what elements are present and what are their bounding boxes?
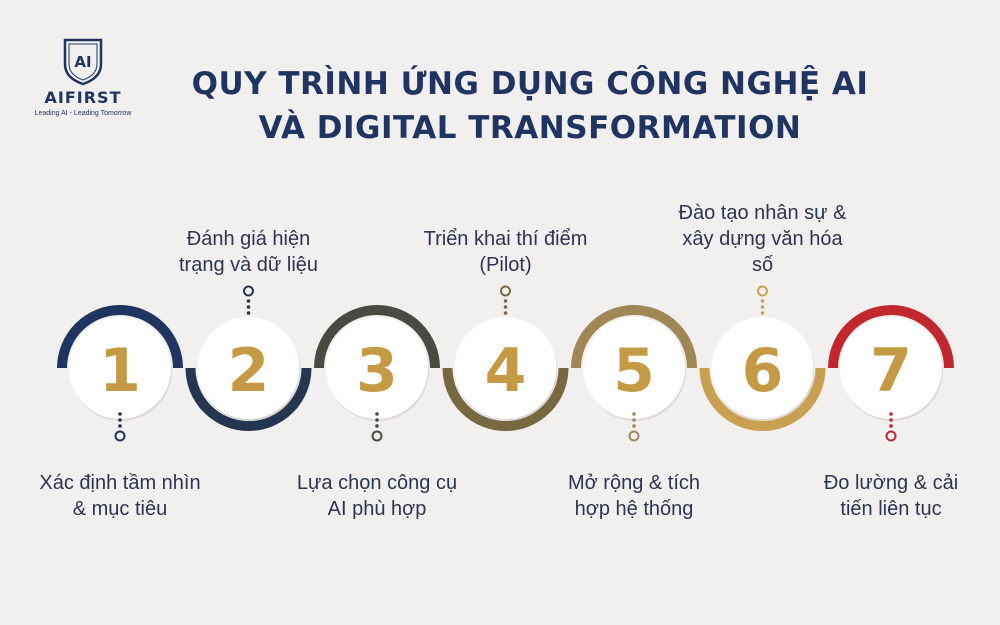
step-4-arc (442, 367, 569, 431)
step-2-arc (185, 367, 312, 431)
aifirst-logo: AI AIFIRST Leading AI - Leading Tomorrow (28, 34, 138, 117)
step-5-connector-dot (632, 424, 636, 428)
step-2-connector-dot (246, 305, 251, 309)
step-3: 3 (314, 305, 440, 442)
step-1-connector-dot (118, 418, 122, 422)
step-1: 1 (57, 305, 183, 442)
step-1-label: Xác định tầm nhìn & mục tiêu (39, 472, 201, 520)
step-4-label: Triển khai thí điểm (Pilot) (423, 228, 588, 276)
step-1-connector-dot (118, 424, 122, 428)
step-2-connector-dot (246, 299, 251, 303)
logo-tagline: Leading AI - Leading Tomorrow (34, 110, 132, 117)
step-7-arc (828, 305, 954, 369)
step-4-connector-ring (500, 285, 511, 297)
step-6-number: 6 (742, 336, 784, 406)
step-7-connector-dot (889, 412, 893, 416)
step-3-connector-ring (371, 430, 383, 442)
step-4-circle (454, 317, 557, 419)
step-6-connector-dot (760, 311, 765, 315)
svg-text:AI: AI (74, 53, 91, 71)
step-6-connector-ring (757, 285, 768, 297)
step-5-connector-ring (628, 430, 640, 442)
step-6: 6 (699, 285, 826, 431)
step-5-connector-dot (632, 412, 636, 416)
step-6-label: Đào tạo nhân sự & xây dựng văn hóa số (678, 202, 847, 276)
step-4-connector-dot (503, 299, 508, 303)
step-2: 2 (185, 285, 312, 431)
step-4: 4 (442, 285, 569, 431)
step-3-circle (326, 317, 428, 419)
title-line-1: QUY TRÌNH ỨNG DỤNG CÔNG NGHỆ AI (191, 66, 869, 102)
step-7-number: 7 (870, 336, 912, 406)
step-3-number: 3 (356, 336, 398, 406)
step-5-number: 5 (613, 336, 655, 406)
title-line-2: VÀ DIGITAL TRANSFORMATION (258, 110, 802, 146)
step-3-connector-dot (375, 424, 379, 428)
page-title: QUY TRÌNH ỨNG DỤNG CÔNG NGHỆ AI VÀ DIGIT… (150, 62, 910, 150)
step-3-connector-dot (375, 418, 379, 422)
step-3-arc (314, 305, 440, 369)
step-1-connector-dot (118, 412, 122, 416)
step-2-circle (197, 317, 300, 419)
step-6-arc (699, 367, 826, 431)
step-4-connector-dot (503, 305, 508, 309)
step-7-label: Đo lường & cải tiến liên tục (823, 472, 959, 520)
step-1-number: 1 (99, 336, 141, 406)
step-1-arc (57, 305, 183, 369)
step-4-number: 4 (485, 336, 527, 406)
step-7-connector-dot (889, 424, 893, 428)
step-5-circle (583, 317, 685, 419)
step-5-connector-dot (632, 418, 636, 422)
step-1-connector-ring (114, 430, 126, 442)
step-7-connector-ring (885, 430, 897, 442)
step-6-circle (711, 317, 814, 419)
step-2-connector-dot (246, 311, 251, 315)
step-7: 7 (828, 305, 954, 442)
step-2-label: Đánh giá hiện trạng và dữ liệu (178, 228, 319, 276)
step-7-connector-dot (889, 418, 893, 422)
step-2-connector-ring (243, 285, 254, 297)
step-2-number: 2 (228, 336, 270, 406)
shield-logo-icon: AI (63, 38, 103, 86)
step-6-connector-dot (760, 299, 765, 303)
logo-name: AIFIRST (44, 88, 122, 107)
step-4-connector-dot (503, 311, 508, 315)
step-5: 5 (571, 305, 697, 442)
step-1-circle (69, 317, 171, 419)
step-5-arc (571, 305, 697, 369)
step-5-label: Mở rộng & tích hợp hệ thống (567, 472, 701, 520)
step-3-connector-dot (375, 412, 379, 416)
step-6-connector-dot (760, 305, 765, 309)
step-3-label: Lựa chọn công cụ AI phù hợp (296, 472, 458, 520)
step-7-circle (840, 317, 942, 419)
